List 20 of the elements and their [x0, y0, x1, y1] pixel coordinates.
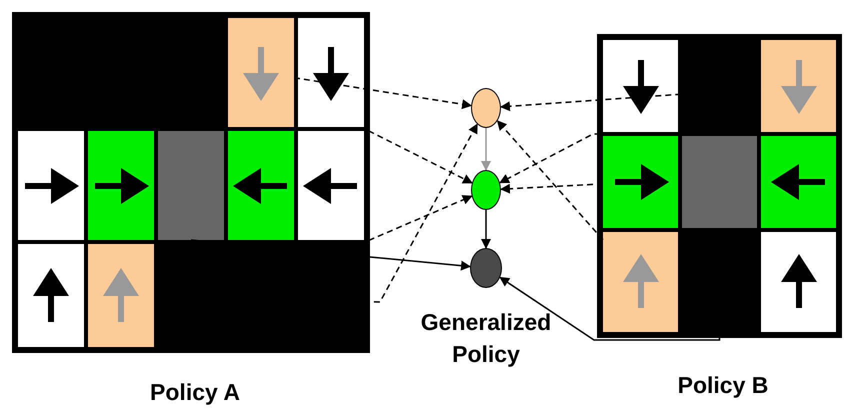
arrow — [481, 210, 491, 249]
state-cell — [88, 244, 154, 347]
state-cell — [603, 232, 678, 332]
wall-cell — [682, 136, 757, 228]
grid-title: Policy B — [676, 372, 770, 399]
state-cell — [228, 131, 294, 240]
policy-circle — [471, 88, 501, 128]
state-cell — [761, 136, 836, 228]
state-cell — [603, 136, 678, 228]
node-caption: Generalized Policy — [420, 308, 552, 369]
arrow — [190, 239, 471, 271]
arrow — [481, 128, 491, 171]
state-cell — [88, 131, 154, 240]
arrow — [294, 76, 472, 110]
policy-circle — [470, 248, 502, 288]
grid-title: Policy A — [149, 379, 241, 406]
wall-cell — [158, 131, 224, 240]
policy-circle — [471, 170, 501, 210]
state-cell — [228, 18, 294, 127]
state-cell — [761, 40, 836, 132]
